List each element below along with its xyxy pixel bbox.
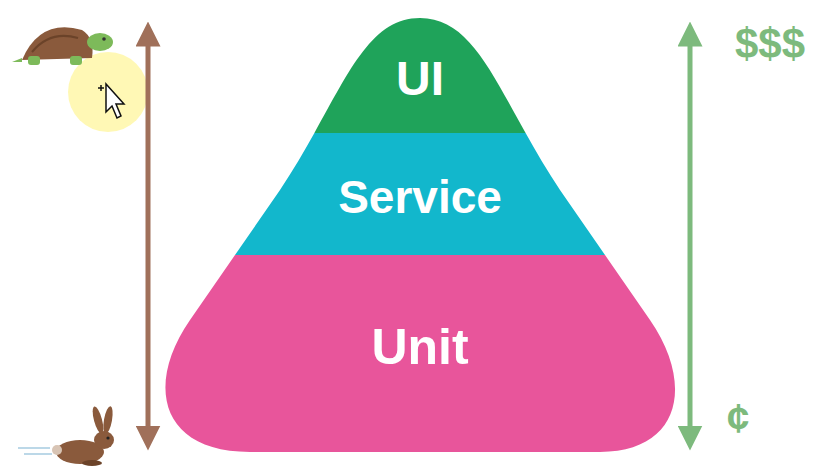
pyramid-band: UI <box>140 14 700 133</box>
pyramid-band: Service <box>140 133 700 255</box>
mouse-cursor <box>98 84 124 118</box>
cost-label: ¢ <box>727 396 749 441</box>
layer-label: Service <box>338 170 502 224</box>
cost-label: $$$ <box>735 20 805 68</box>
cursor-highlight <box>68 52 148 132</box>
layer-label: Unit <box>371 318 468 376</box>
layer-label: UI <box>396 51 444 106</box>
speed-arrow <box>146 34 151 438</box>
pyramid-band: Unit <box>140 255 700 455</box>
turtle-icon <box>12 27 113 65</box>
cost-arrow <box>688 34 693 438</box>
rabbit-icon <box>18 405 114 466</box>
